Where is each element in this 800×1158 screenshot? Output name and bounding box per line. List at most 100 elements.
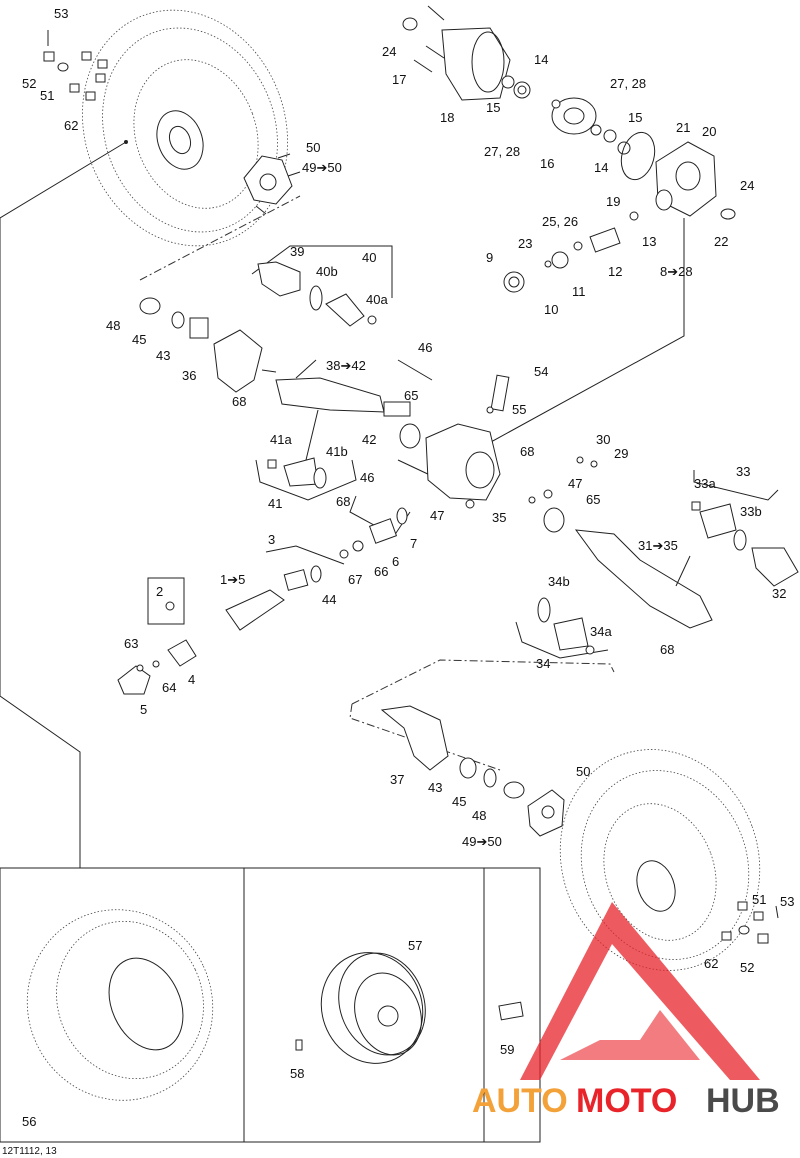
rear-differential-housing xyxy=(402,5,736,220)
callout: 27, 28 xyxy=(484,144,520,159)
callout: 52 xyxy=(22,76,36,91)
callout: 47 xyxy=(430,508,444,523)
callout: 22 xyxy=(714,234,728,249)
watermark-auto: AUTO xyxy=(472,1082,568,1120)
callout: 63 xyxy=(124,636,138,651)
callout: 10 xyxy=(544,302,558,317)
callout: 54 xyxy=(534,364,548,379)
callout: 27, 28 xyxy=(610,76,646,91)
callout: 46 xyxy=(418,340,432,355)
callout: 15 xyxy=(628,110,642,125)
callout: 18 xyxy=(440,110,454,125)
callout: 41 xyxy=(268,496,282,511)
callout: 14 xyxy=(594,160,608,175)
callout: 40a xyxy=(366,292,388,307)
callout: 19 xyxy=(606,194,620,209)
callout: 6 xyxy=(392,554,399,569)
callout: 15 xyxy=(486,100,500,115)
callout: 50 xyxy=(576,764,590,779)
pinion-assembly xyxy=(479,211,685,449)
callout: 39 xyxy=(290,244,304,259)
figure-code: 12T1112, 13 xyxy=(2,1146,57,1157)
callout: 11 xyxy=(572,284,586,299)
watermark-hub: HUB xyxy=(706,1082,780,1120)
callout: 33 xyxy=(736,464,750,479)
callout: 49➔50 xyxy=(462,834,502,849)
callout: 47 xyxy=(568,476,582,491)
callout: 56 xyxy=(22,1114,36,1129)
callout: 9 xyxy=(486,250,493,265)
callout: 32 xyxy=(772,586,786,601)
callout: 24 xyxy=(382,44,396,59)
callout: 68 xyxy=(520,444,534,459)
callout: 58 xyxy=(290,1066,304,1081)
callout: 68 xyxy=(232,394,246,409)
front-differential xyxy=(349,359,598,544)
callout: 14 xyxy=(534,52,548,67)
callout: 21 xyxy=(676,120,690,135)
callout: 59 xyxy=(500,1042,514,1057)
callout: 35 xyxy=(492,510,506,525)
callout: 45 xyxy=(132,332,146,347)
callout: 43 xyxy=(156,348,170,363)
callout: 20 xyxy=(702,124,716,139)
callout: 31➔35 xyxy=(638,538,678,553)
callout: 40b xyxy=(316,264,338,279)
callout: 48 xyxy=(106,318,120,333)
callout: 24 xyxy=(740,178,754,193)
callout: 4 xyxy=(188,672,195,687)
callout: 68 xyxy=(660,642,674,657)
valve-59 xyxy=(498,1001,524,1021)
callout: 33b xyxy=(740,504,762,519)
callout: 23 xyxy=(518,236,532,251)
hub-top xyxy=(139,153,301,281)
callout: 67 xyxy=(348,572,362,587)
spare-parts-panels xyxy=(0,867,541,1143)
callout: 40 xyxy=(362,250,376,265)
callout: 62 xyxy=(704,956,718,971)
callout: 13 xyxy=(642,234,656,249)
callout: 48 xyxy=(472,808,486,823)
callout: 64 xyxy=(162,680,176,695)
rim-57 xyxy=(295,952,426,1064)
callout: 34a xyxy=(590,624,612,639)
automotohub-watermark xyxy=(520,902,760,1080)
callout: 50 xyxy=(306,140,320,155)
callout: 2 xyxy=(156,584,163,599)
callout: 42 xyxy=(362,432,376,447)
callout: 44 xyxy=(322,592,336,607)
boot-kit-41 xyxy=(255,457,357,501)
callout: 51 xyxy=(752,892,766,907)
callout: 7 xyxy=(410,536,417,551)
callout: 12 xyxy=(608,264,622,279)
callout: 8➔28 xyxy=(660,264,693,279)
rear-right-wheel xyxy=(559,749,761,971)
callout: 25, 26 xyxy=(542,214,578,229)
callout: 55 xyxy=(512,402,526,417)
callout: 16 xyxy=(540,156,554,171)
callout: 29 xyxy=(614,446,628,461)
wheel-nuts-top-left xyxy=(43,30,108,101)
callout: 62 xyxy=(64,118,78,133)
callout: 49➔50 xyxy=(302,160,342,175)
callout: 57 xyxy=(408,938,422,953)
callout: 5 xyxy=(140,702,147,717)
wheel-nuts-bottom-right xyxy=(721,901,779,944)
callout: 45 xyxy=(452,794,466,809)
callout: 51 xyxy=(40,88,54,103)
front-left-drive-shaft xyxy=(139,245,411,461)
callout: 34 xyxy=(536,656,550,671)
watermark-moto: MOTO xyxy=(576,1082,677,1120)
callout: 1➔5 xyxy=(220,572,245,587)
rear-right-drive-shaft xyxy=(515,470,799,659)
tire-56 xyxy=(26,909,214,1101)
callout: 3 xyxy=(268,532,275,547)
callout: 33a xyxy=(694,476,716,491)
callout: 65 xyxy=(404,388,418,403)
callout: 65 xyxy=(586,492,600,507)
callout: 34b xyxy=(548,574,570,589)
callout: 43 xyxy=(428,780,442,795)
callout: 53 xyxy=(780,894,794,909)
callout: 68 xyxy=(336,494,350,509)
